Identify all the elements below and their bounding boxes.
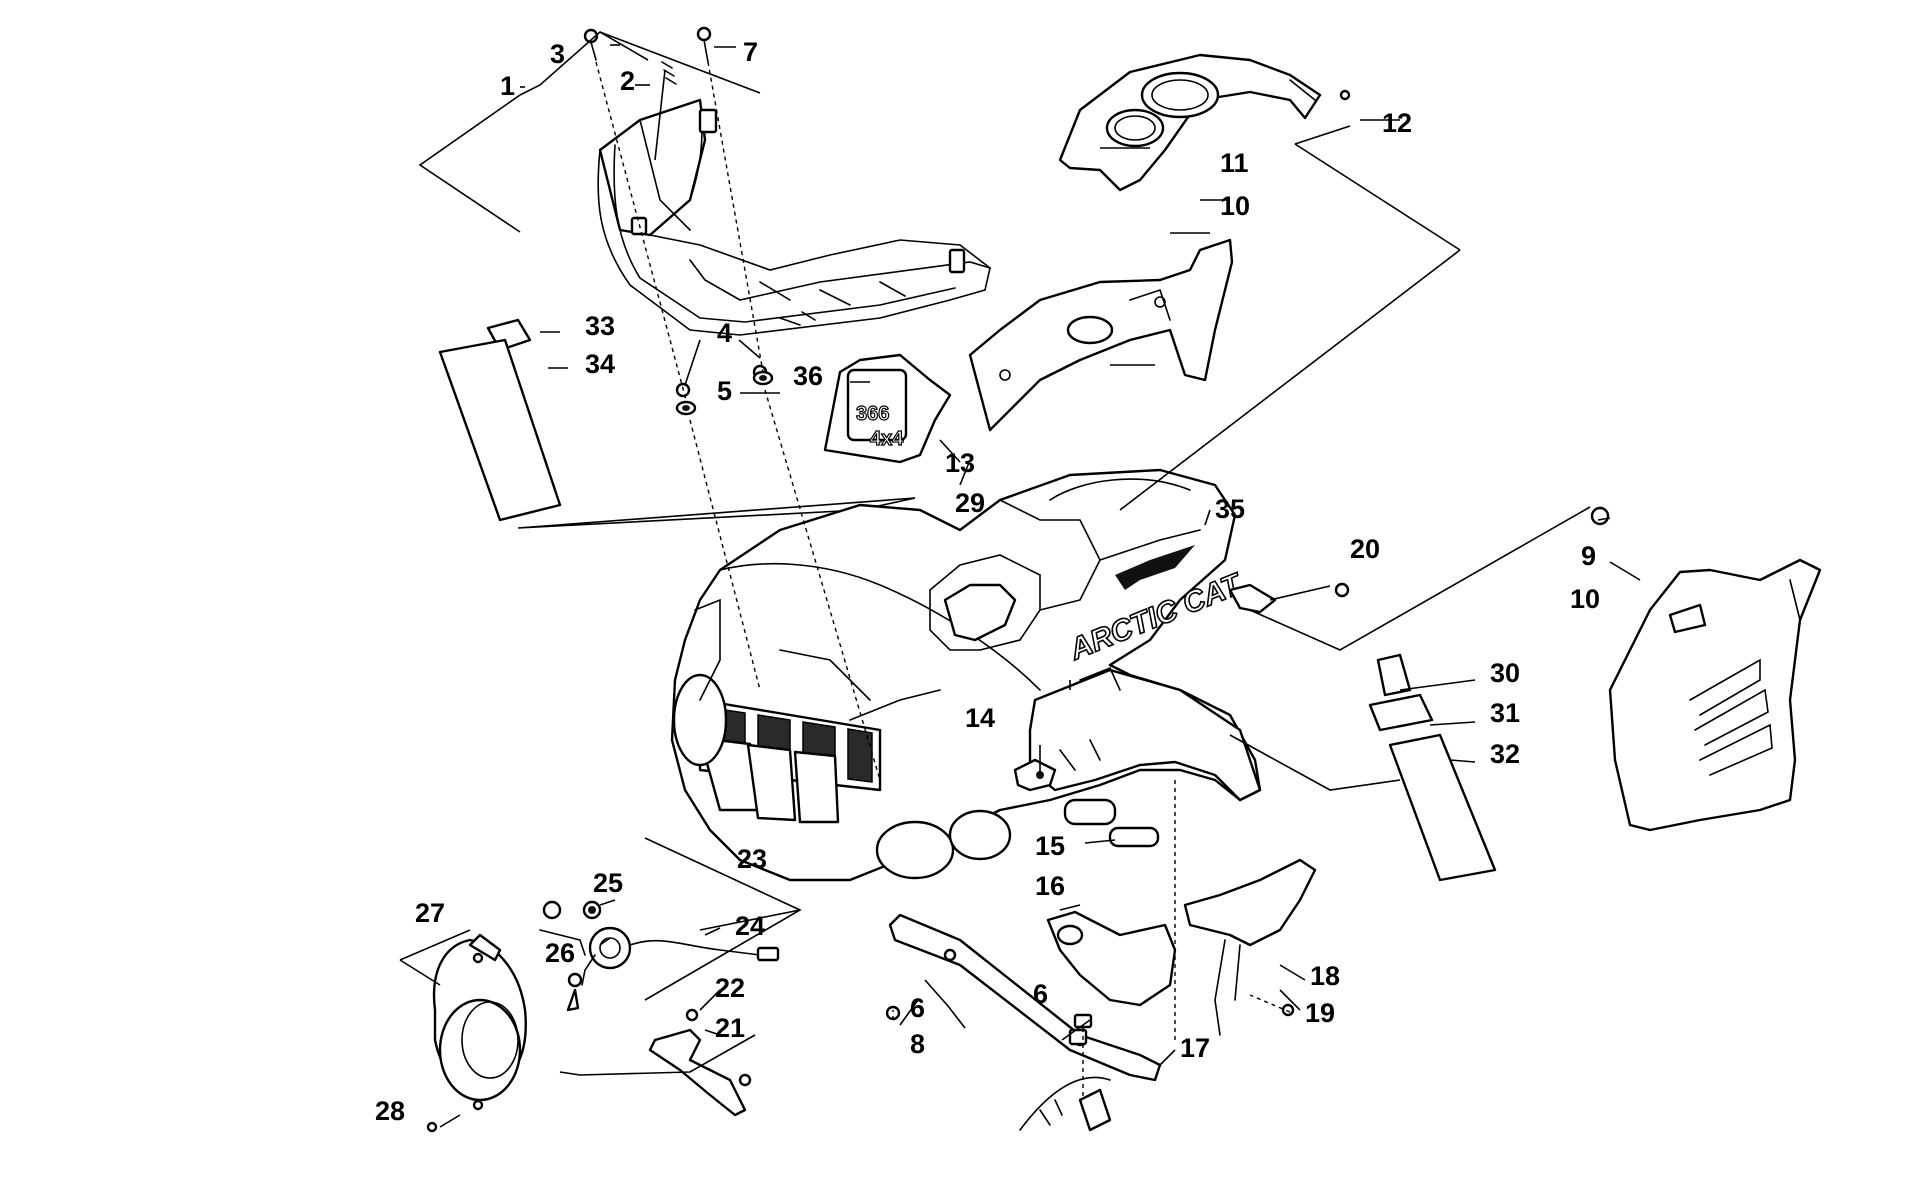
- callout-7: 7: [743, 37, 758, 67]
- callout-6-left: 6: [910, 993, 925, 1023]
- callout-28: 28: [375, 1096, 405, 1126]
- decal-34: [438, 338, 562, 522]
- callout-34: 34: [585, 349, 615, 379]
- lower-bracket-8: [888, 913, 1162, 1082]
- washer-5-left: [675, 400, 697, 416]
- callout-13: 13: [945, 448, 975, 478]
- reflector-15: [1063, 798, 1160, 848]
- callout-20: 20: [1350, 534, 1380, 564]
- decal-31: [1368, 693, 1434, 732]
- wiring-harness-24: [581, 926, 780, 986]
- decal-32: [1388, 733, 1497, 882]
- front-rack: [597, 98, 991, 336]
- callout-8: 8: [910, 1029, 925, 1059]
- callout-33: 33: [585, 311, 615, 341]
- washer-5-right: [752, 370, 774, 386]
- callout-6-right: 6: [1033, 979, 1048, 1009]
- instrument-pod: 366 4x4: [823, 353, 952, 464]
- callout-16: 16: [1035, 871, 1065, 901]
- callout-26: 26: [545, 938, 575, 968]
- front-body: ARCTIC CAT: [670, 468, 1262, 882]
- bracket-35: [1228, 583, 1277, 614]
- callout-36: 36: [793, 361, 823, 391]
- bolt-7: [696, 26, 712, 63]
- callout-15: 15: [1035, 831, 1065, 861]
- nut-20: [1334, 582, 1350, 598]
- callout-30: 30: [1490, 658, 1520, 688]
- screw-12: [1339, 89, 1351, 101]
- display-number: 366: [856, 403, 889, 425]
- socket-25: [582, 900, 602, 920]
- side-panel-right: [1608, 558, 1822, 832]
- callout-3: 3: [550, 39, 565, 69]
- callout-29: 29: [955, 488, 985, 518]
- callout-12: 12: [1382, 108, 1412, 138]
- callout-35: 35: [1215, 494, 1245, 524]
- callout-25: 25: [593, 868, 623, 898]
- callout-17: 17: [1180, 1033, 1210, 1063]
- bulb-26: [539, 900, 586, 1012]
- leader-lines: [399, 31, 1641, 1128]
- callout-9: 9: [1581, 541, 1596, 571]
- nut-22: [685, 1008, 699, 1022]
- callout-2: 2: [620, 66, 635, 96]
- screw-28: [426, 1121, 438, 1133]
- dashed-guides: [595, 61, 1291, 1100]
- callout-21: 21: [715, 1013, 745, 1043]
- callout-32: 32: [1490, 739, 1520, 769]
- callout-labels: 1 2 3 4 5 6 6 7 8 9 10 10 11 12 13 14 15…: [375, 37, 1600, 1126]
- headlight-housing: [432, 933, 527, 1111]
- nut-6-right: [1073, 1013, 1093, 1029]
- callout-11: 11: [1220, 148, 1249, 178]
- callout-10-upper: 10: [1220, 191, 1250, 221]
- callout-14: 14: [965, 703, 995, 733]
- callout-1: 1: [500, 71, 515, 101]
- callout-27: 27: [415, 898, 445, 928]
- bracket-18: [1183, 858, 1317, 1036]
- bolt-3: [583, 28, 599, 61]
- frame-stub: [1019, 1076, 1112, 1132]
- display-subtext: 4x4: [870, 428, 904, 450]
- callout-24: 24: [735, 911, 765, 941]
- callout-18: 18: [1310, 961, 1340, 991]
- mud-guard-16: [1046, 910, 1177, 1007]
- callout-31: 31: [1490, 698, 1520, 728]
- clip-9: [1590, 506, 1610, 526]
- callout-22: 22: [715, 973, 745, 1003]
- callout-23: 23: [737, 844, 767, 874]
- decal-30: [1376, 653, 1412, 697]
- callout-5: 5: [717, 376, 732, 406]
- callout-10-lower: 10: [1570, 584, 1600, 614]
- callout-4: 4: [717, 318, 732, 348]
- callout-19: 19: [1305, 998, 1335, 1028]
- side-panel-upper: [968, 238, 1234, 432]
- dash-cover: [1058, 53, 1322, 192]
- bracket-21: [648, 1028, 752, 1117]
